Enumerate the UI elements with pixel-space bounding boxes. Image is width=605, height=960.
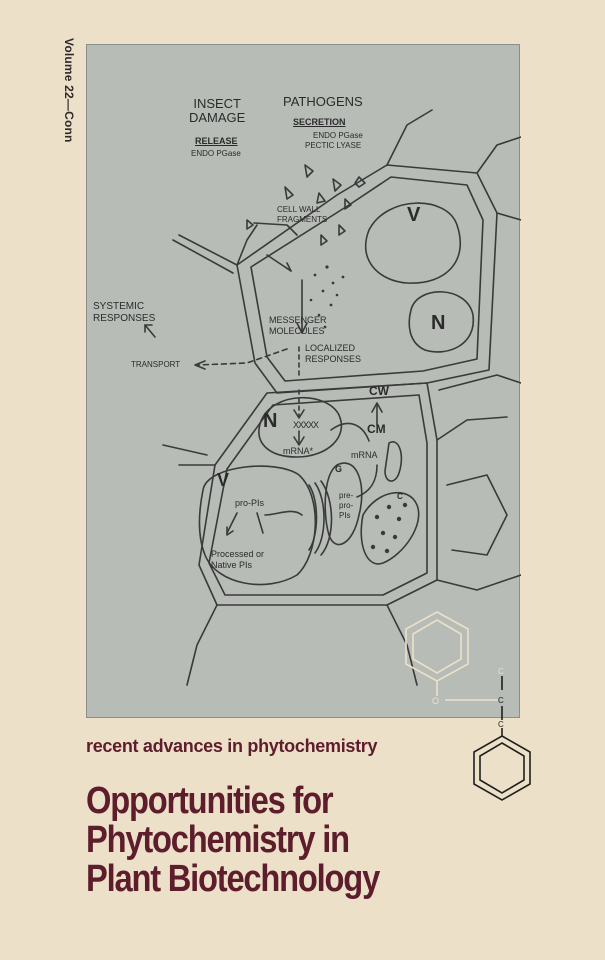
upper-vacuole-label: V — [407, 204, 421, 226]
release-label: RELEASE — [195, 136, 238, 146]
transport-label: TRANSPORT — [131, 360, 181, 369]
secretion-label: SECRETION — [293, 117, 346, 127]
pro-pis-label: pro-PIs — [235, 498, 265, 508]
endo-pgase-pathogen-label: ENDO PGase — [313, 131, 363, 140]
series-title: recent advances in phytochemistry — [86, 736, 378, 756]
cell-membrane-label: CM — [367, 422, 386, 436]
mrna-label: mRNA — [351, 450, 378, 460]
endo-pgase-insect-label: ENDO PGase — [191, 149, 241, 158]
book-title-line-3: Plant Biotechnology — [86, 858, 380, 900]
golgi-label: G — [335, 464, 343, 474]
book-title-line-1: Opportunities for — [86, 780, 334, 822]
lower-vacuole-label: V — [217, 470, 230, 490]
book-title: Opportunities for Phytochemistry in Plan… — [86, 780, 380, 900]
cell-wall-label: CW — [369, 384, 389, 398]
lower-nucleus-label: N — [263, 410, 278, 432]
mrna-star-label: mRNA* — [283, 446, 314, 456]
upper-nucleus-label: N — [431, 312, 446, 334]
gene-label: XXXXX — [293, 420, 319, 430]
volume-label: Volume 22—Conn — [62, 38, 76, 143]
cell-diagram-drawing — [144, 109, 521, 686]
book-title-line-2: Phytochemistry in — [86, 819, 350, 861]
pre-pro-pis-label: pre-pro-PIs — [339, 491, 354, 520]
atom-c3: C — [498, 720, 504, 729]
chloroplast-label: C — [397, 492, 403, 501]
pectic-lyase-label: PECTIC LYASE — [305, 141, 362, 150]
pathogens-label: PATHOGENS — [283, 94, 363, 109]
